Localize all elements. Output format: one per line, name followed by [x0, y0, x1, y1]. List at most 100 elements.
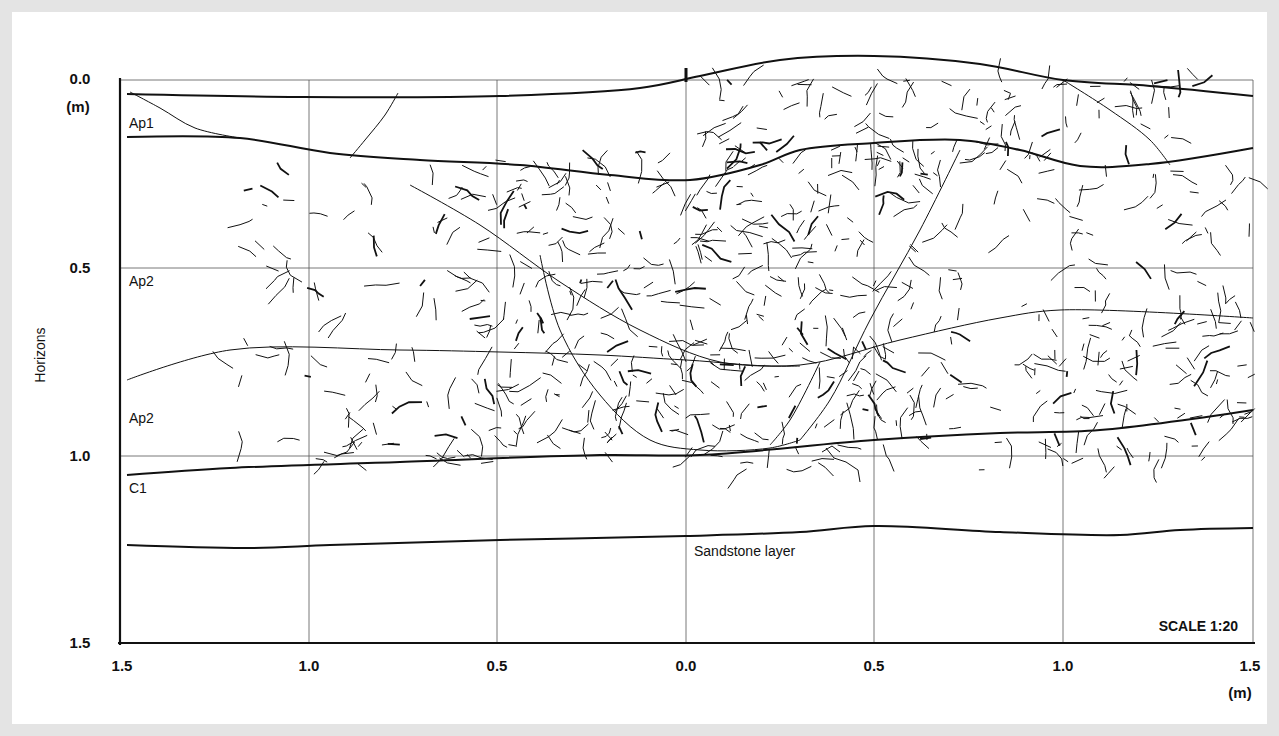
root-trace	[1161, 322, 1180, 337]
root-trace	[1180, 295, 1182, 319]
root-trace	[720, 428, 730, 432]
root-trace	[439, 458, 460, 465]
root-trace	[710, 298, 721, 305]
root-trace	[434, 298, 436, 320]
root-trace	[767, 242, 769, 271]
root-trace	[922, 225, 947, 243]
root-trace	[1084, 422, 1097, 445]
root-trace	[382, 443, 394, 445]
root-trace	[629, 381, 631, 396]
root-trace	[426, 455, 437, 459]
axis-title: Horizons	[32, 325, 48, 384]
root-trace	[364, 183, 372, 204]
root-trace	[1077, 185, 1083, 207]
root-trace	[986, 126, 992, 130]
root-trace	[605, 452, 612, 462]
root-trace	[1025, 142, 1033, 158]
root-trace	[1237, 402, 1246, 403]
root-trace	[745, 365, 765, 381]
root-trace	[1204, 346, 1230, 358]
root-trace	[740, 434, 758, 442]
root-trace	[644, 258, 664, 265]
root-trace	[757, 406, 766, 407]
root-trace	[877, 160, 879, 166]
root-trace	[705, 256, 712, 261]
root-trace	[1153, 174, 1155, 178]
horizon-label: Ap2	[127, 410, 156, 426]
root-trace	[238, 375, 241, 386]
root-trace	[877, 387, 896, 400]
root-trace	[1063, 458, 1068, 461]
root-trace	[1141, 124, 1151, 129]
root-trace	[487, 326, 491, 338]
root-trace	[918, 353, 945, 360]
root-trace	[745, 299, 753, 320]
root-trace	[570, 291, 571, 295]
root-trace	[718, 123, 741, 138]
root-trace	[273, 246, 291, 259]
root-trace	[1075, 288, 1090, 292]
root-trace	[669, 259, 675, 284]
root-trace	[877, 69, 897, 84]
root-trace	[520, 167, 530, 171]
root-trace	[840, 390, 859, 415]
root-trace	[865, 87, 871, 96]
root-trace	[1039, 170, 1055, 174]
root-trace	[724, 359, 725, 371]
root-trace	[1190, 416, 1202, 418]
root-trace	[751, 193, 753, 197]
root-trace	[1175, 311, 1185, 324]
root-trace	[789, 406, 796, 418]
root-trace	[763, 383, 766, 390]
root-trace	[1102, 322, 1110, 325]
root-trace	[767, 449, 769, 468]
root-trace	[951, 332, 970, 341]
root-trace	[1232, 417, 1252, 422]
root-trace	[546, 389, 548, 402]
axis-unit: (m)	[64, 98, 91, 115]
root-trace	[324, 442, 355, 455]
root-trace	[455, 187, 479, 200]
root-trace	[715, 167, 733, 186]
root-trace	[1122, 409, 1126, 428]
horizon-line	[800, 150, 960, 440]
root-trace	[519, 202, 531, 208]
root-trace	[668, 350, 681, 368]
root-trace	[1105, 165, 1106, 177]
root-traces	[213, 58, 1268, 488]
root-trace	[596, 185, 601, 190]
root-trace	[1211, 371, 1218, 388]
root-trace	[406, 372, 422, 386]
root-trace	[520, 283, 524, 294]
root-trace	[902, 282, 913, 288]
root-trace	[995, 442, 1002, 444]
root-trace	[784, 103, 800, 110]
grid	[120, 80, 1253, 643]
root-trace	[600, 218, 613, 248]
root-trace	[527, 227, 534, 233]
root-trace	[1098, 448, 1107, 472]
root-trace	[663, 393, 679, 414]
root-trace	[693, 339, 707, 345]
root-trace	[700, 240, 726, 241]
root-trace	[1136, 350, 1137, 375]
root-trace	[1023, 209, 1030, 221]
root-trace	[1054, 350, 1055, 359]
root-trace	[852, 384, 861, 389]
root-trace	[920, 438, 931, 439]
root-trace	[938, 160, 941, 187]
horizon-line	[410, 185, 800, 366]
root-trace	[828, 195, 831, 214]
root-trace	[1124, 78, 1127, 82]
root-trace	[731, 225, 763, 236]
root-trace	[951, 337, 952, 344]
root-trace	[1149, 452, 1150, 461]
root-trace	[543, 373, 562, 383]
root-trace	[1015, 354, 1033, 365]
root-trace	[888, 314, 894, 342]
root-trace	[1197, 281, 1206, 285]
root-trace	[856, 144, 858, 162]
root-trace	[1194, 361, 1207, 387]
root-trace	[798, 84, 812, 85]
root-trace	[614, 381, 617, 387]
